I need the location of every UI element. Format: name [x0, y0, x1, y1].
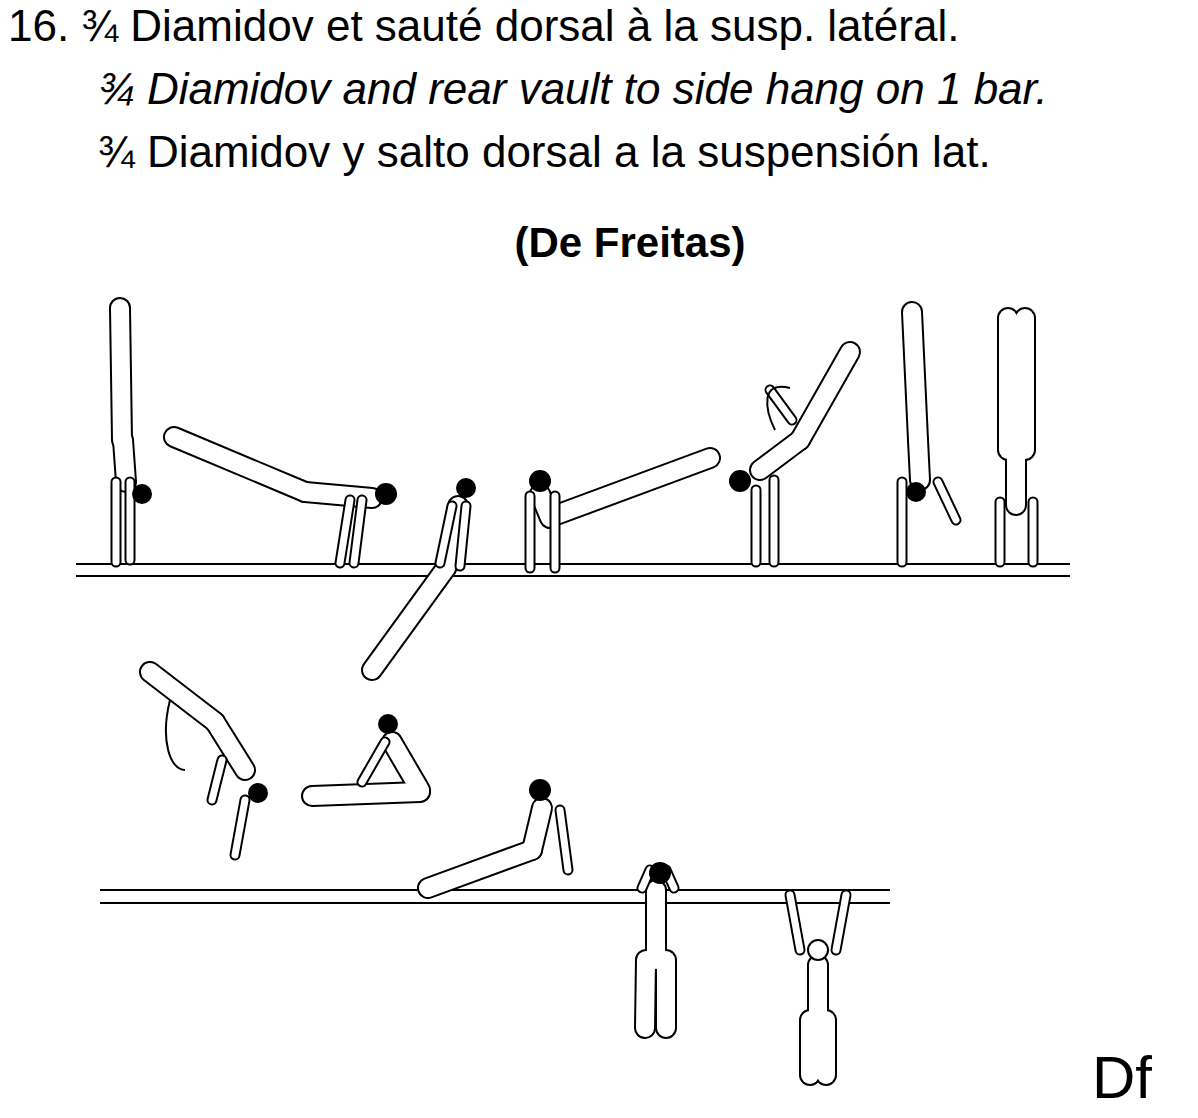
element-title-spanish: ¾ Diamidov y salto dorsal a la suspensió… — [98, 130, 991, 174]
element-title-english: ¾ Diamidov and rear vault to side hang o… — [98, 67, 1048, 111]
element-name: (De Freitas) — [514, 222, 745, 264]
difficulty-value: Df — [1092, 1048, 1152, 1108]
element-title: 16. ¾ Diamidov et sauté dorsal à la susp… — [8, 4, 959, 48]
